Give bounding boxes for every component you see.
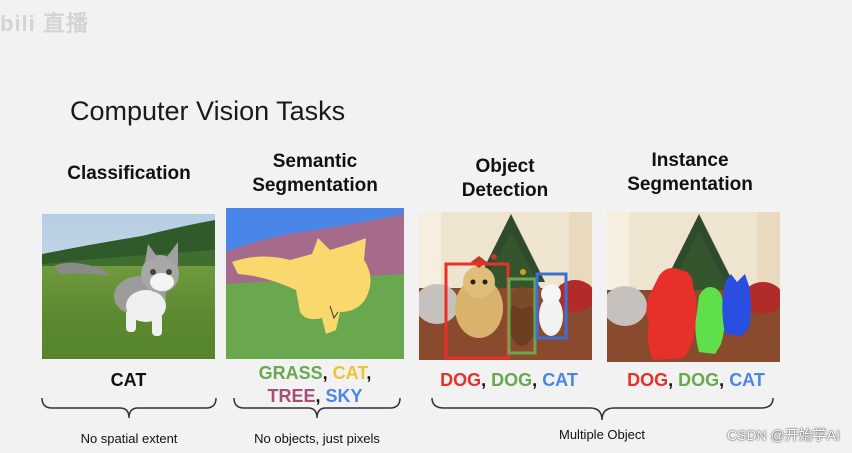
title-line: Object [475,156,535,177]
semantic-segmentation-image [226,208,404,359]
title-line: Instance [651,150,729,171]
semantic-brace [233,397,401,419]
label-separator: , [366,363,372,383]
multiple-object-caption: Multiple Object [559,427,645,442]
csdn-watermark: CSDN @开始学AI [727,427,840,443]
classification-image [42,214,215,359]
label-grass: GRASS [258,363,323,383]
label-dog-green: DOG [678,370,720,390]
label-cat-blue: CAT [542,370,578,390]
live-watermark: bili 直播 [0,11,89,36]
title-line: Segmentation [252,175,378,196]
semantic-labels: GRASS, CAT, TREE, SKY [226,362,404,408]
object-detection-image [419,212,592,360]
semantic-label-line: TREE, SKY [226,385,404,408]
semantic-segmentation-title: Semantic Segmentation [222,150,408,198]
label-tree: TREE [267,386,316,406]
label-separator: , [481,370,492,390]
classification-brace [41,397,217,419]
multiple-object-brace [431,397,774,421]
instance-segmentation-title: Instance Segmentation [600,149,780,197]
label-cat: CAT [332,363,367,383]
detection-labels: DOG, DOG, CAT [419,369,599,392]
classification-title: Classification [67,163,191,184]
label-separator: , [322,363,333,383]
object-detection-title: Object Detection [415,155,595,203]
title-line: Segmentation [627,174,753,195]
classification-caption: No spatial extent [80,431,178,446]
title-line: Semantic [272,151,358,172]
instance-segmentation-image [607,212,780,362]
label-separator: , [668,370,679,390]
label-sky: SKY [325,386,363,406]
label-separator: , [719,370,730,390]
semantic-caption: No objects, just pixels [254,431,380,446]
label-dog-red: DOG [627,370,669,390]
classification-label: CAT [110,370,147,390]
label-dog-green: DOG [491,370,533,390]
label-separator: , [315,386,326,406]
slide-title: Computer Vision Tasks [70,96,346,126]
title-line: Detection [461,180,549,201]
instance-labels: DOG, DOG, CAT [606,369,786,392]
label-separator: , [532,370,543,390]
semantic-label-line: GRASS, CAT, [226,362,404,385]
label-cat-blue: CAT [729,370,765,390]
label-dog-red: DOG [440,370,482,390]
